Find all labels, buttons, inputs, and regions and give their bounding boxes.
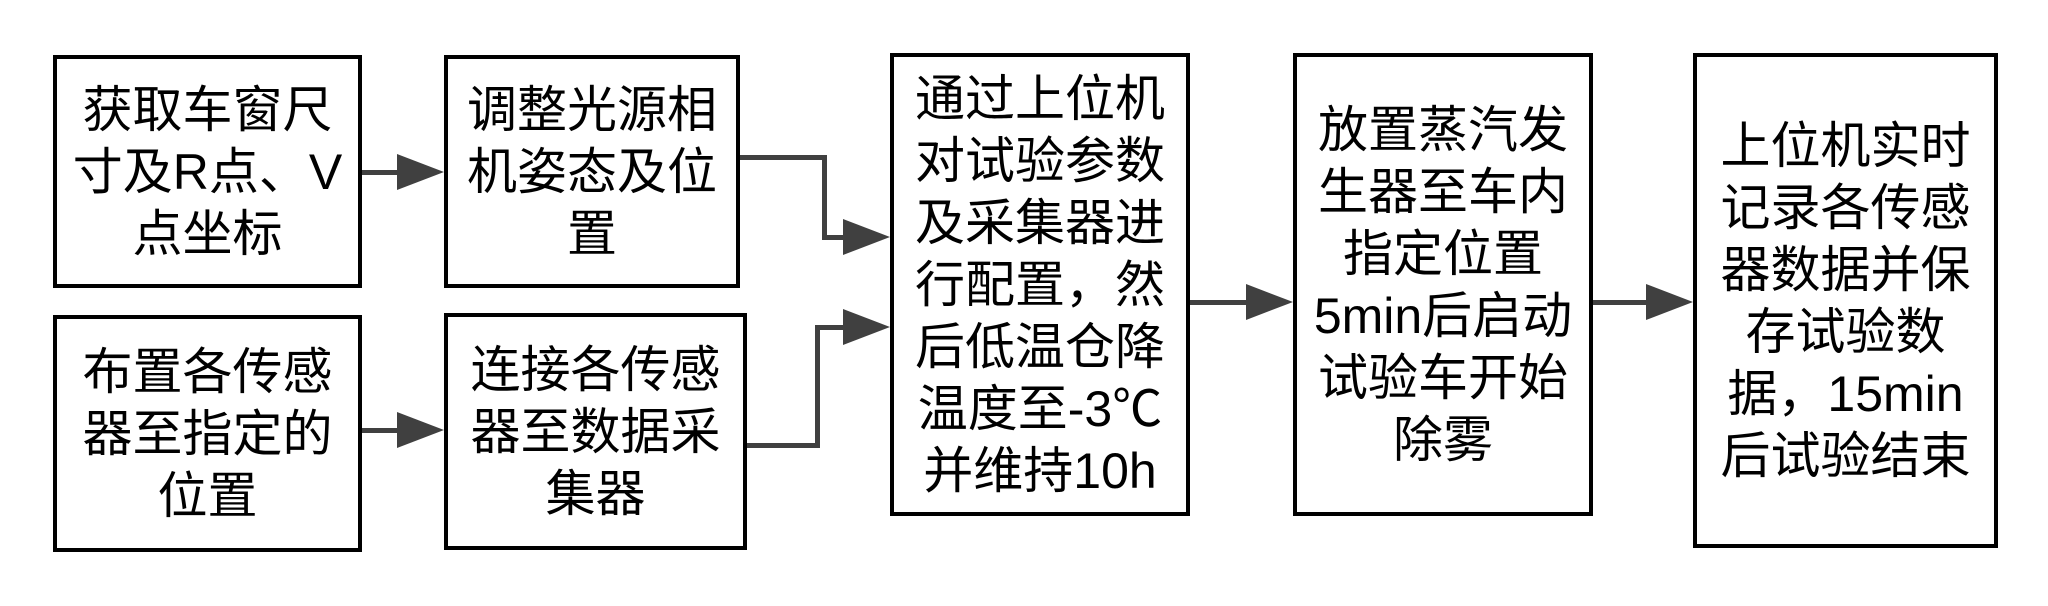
- arrow-step3-to-step5-head-icon: [843, 219, 890, 255]
- arrow-step2-to-step4-head-icon: [397, 412, 444, 448]
- flow-step-2-label: 布置各传感 器至指定的 位置: [82, 343, 333, 524]
- connector-step4-to-step5-seg1: [747, 443, 820, 448]
- flow-step-7-box: 上位机实时 记录各传感 器数据并保 存试验数 据，15min 后试验结束: [1693, 53, 1998, 548]
- arrow-step2-to-step4-shaft: [362, 428, 402, 433]
- flow-step-2-box: 布置各传感 器至指定的 位置: [53, 315, 362, 552]
- arrow-step5-to-step6-shaft: [1190, 300, 1250, 305]
- connector-step3-to-step5-seg3: [822, 235, 848, 240]
- connector-step3-to-step5-seg1: [740, 155, 827, 160]
- arrow-step1-to-step3-shaft: [362, 170, 402, 175]
- connector-step4-to-step5-seg2: [815, 325, 820, 448]
- flow-step-6-label: 放置蒸汽发 生器至车内 指定位置 5min后启动 试验车开始 除雾: [1313, 101, 1573, 468]
- arrow-step6-to-step7-head-icon: [1646, 284, 1693, 320]
- flow-step-1-box: 获取车窗尺 寸及R点、V 点坐标: [53, 55, 362, 288]
- flow-step-4-box: 连接各传感 器至数据采 集器: [444, 313, 747, 550]
- flow-step-6-box: 放置蒸汽发 生器至车内 指定位置 5min后启动 试验车开始 除雾: [1293, 53, 1593, 516]
- arrow-step4-to-step5-head-icon: [843, 309, 890, 345]
- flow-step-7-label: 上位机实时 记录各传感 器数据并保 存试验数 据，15min 后试验结束: [1720, 117, 1971, 484]
- arrow-step1-to-step3-head-icon: [397, 154, 444, 190]
- arrow-step5-to-step6-head-icon: [1246, 284, 1293, 320]
- flow-step-3-label: 调整光源相 机姿态及位 置: [467, 81, 717, 262]
- flow-step-3-box: 调整光源相 机姿态及位 置: [444, 55, 740, 288]
- arrow-step6-to-step7-shaft: [1593, 300, 1650, 305]
- flow-step-5-box: 通过上位机 对试验参数 及采集器进 行配置，然 后低温仓降 温度至-3℃ 并维持…: [890, 53, 1190, 516]
- flow-step-5-label: 通过上位机 对试验参数 及采集器进 行配置，然 后低温仓降 温度至-3℃ 并维持…: [915, 70, 1165, 499]
- connector-step4-to-step5-seg3: [815, 325, 848, 330]
- flow-step-4-label: 连接各传感 器至数据采 集器: [470, 341, 721, 522]
- flow-step-1-label: 获取车窗尺 寸及R点、V 点坐标: [72, 81, 343, 262]
- connector-step3-to-step5-seg2: [822, 155, 827, 240]
